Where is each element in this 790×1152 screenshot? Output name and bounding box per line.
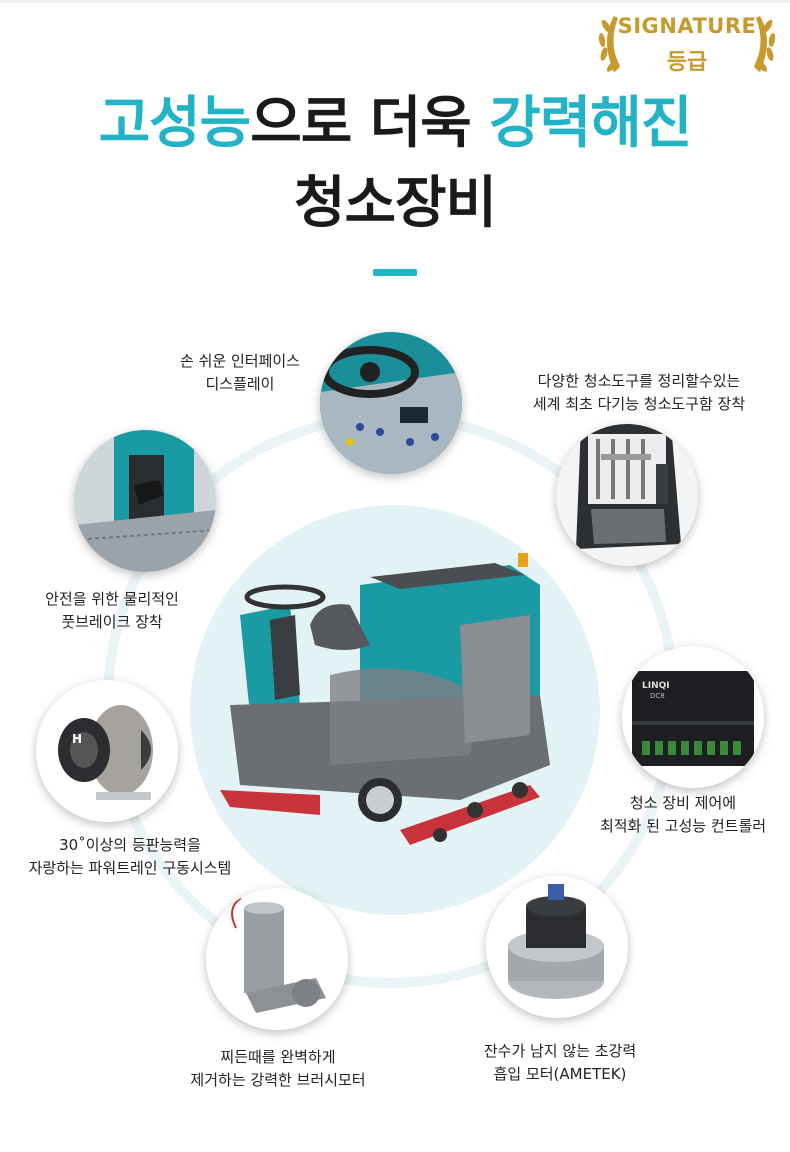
badge-title: SIGNATURE — [617, 14, 757, 38]
headline-line1: 고성능으로 더욱 강력해진 — [0, 78, 790, 159]
toolbox-feature-label: 다양한 청소도구를 정리할수있는 세계 최초 다기능 청소도구함 장착 — [508, 370, 770, 416]
control-panel-icon — [320, 332, 462, 474]
label-line1: 잔수가 남지 않는 초강력 — [483, 1042, 637, 1060]
tool-storage-icon — [556, 424, 698, 566]
controller-model-text: DC8 — [650, 692, 665, 700]
controller-board-icon: LINQI DC8 — [622, 646, 764, 788]
vacuum-motor-icon — [486, 876, 628, 1018]
badge-subtitle: 등급 — [666, 50, 708, 75]
label-line1: 다양한 청소도구를 정리할수있는 — [537, 372, 741, 390]
label-line1: 안전을 위한 물리적인 — [45, 590, 179, 608]
display-feature-label: 손 쉬운 인터페이스 디스플레이 — [140, 350, 340, 396]
label-line2: 자랑하는 파워트레인 구동시스템 — [28, 859, 232, 877]
label-line1: 찌든때를 완벽하게 — [220, 1048, 336, 1066]
headline-highlight-1: 고성능 — [98, 91, 252, 156]
ride-on-scrubber-illustration — [220, 553, 550, 845]
label-line2: 최적화 된 고성능 컨트롤러 — [599, 817, 767, 835]
label-line2: 디스플레이 — [205, 375, 275, 393]
powertrain-feature-circle: H — [36, 680, 178, 822]
label-line2: 흡입 모터(AMETEK) — [493, 1065, 627, 1083]
foot-brake-icon — [74, 430, 216, 572]
drive-wheel-icon: H — [36, 680, 178, 822]
top-divider — [0, 0, 790, 3]
accent-bar — [373, 269, 417, 276]
vacuum-feature-circle — [486, 876, 628, 1018]
headline-plain: 으로 더욱 — [250, 91, 490, 156]
label-line1: 30˚이상의 등판능력을 — [59, 836, 201, 854]
label-line2: 세계 최초 다기능 청소도구함 장착 — [532, 395, 746, 413]
toolbox-feature-circle — [556, 424, 698, 566]
display-feature-circle — [320, 332, 462, 474]
label-line2: 제거하는 강력한 브러시모터 — [190, 1071, 366, 1089]
footbrake-feature-circle — [74, 430, 216, 572]
svg-text:H: H — [72, 732, 82, 746]
headline-highlight-2: 강력해진 — [489, 91, 692, 156]
footbrake-feature-label: 안전을 위한 물리적인 풋브레이크 장착 — [22, 588, 202, 634]
brushmotor-feature-label: 찌든때를 완벽하게 제거하는 강력한 브러시모터 — [178, 1046, 378, 1092]
laurel-icon — [598, 16, 776, 72]
headline-line2: 청소장비 — [293, 171, 497, 236]
controller-feature-label: 청소 장비 제어에 최적화 된 고성능 컨트롤러 — [580, 792, 786, 838]
brushmotor-feature-circle — [206, 888, 348, 1030]
label-line1: 손 쉬운 인터페이스 — [180, 352, 300, 370]
controller-brand-text: LINQI — [642, 681, 670, 691]
controller-feature-circle: LINQI DC8 — [622, 646, 764, 788]
powertrain-feature-label: 30˚이상의 등판능력을 자랑하는 파워트레인 구동시스템 — [0, 834, 260, 880]
vacuum-feature-label: 잔수가 남지 않는 초강력 흡입 모터(AMETEK) — [460, 1040, 660, 1086]
label-line2: 풋브레이크 장착 — [61, 613, 163, 631]
label-line1: 청소 장비 제어에 — [629, 794, 737, 812]
brush-motor-icon — [206, 888, 348, 1030]
signature-badge: SIGNATURE 등급 — [592, 4, 782, 84]
